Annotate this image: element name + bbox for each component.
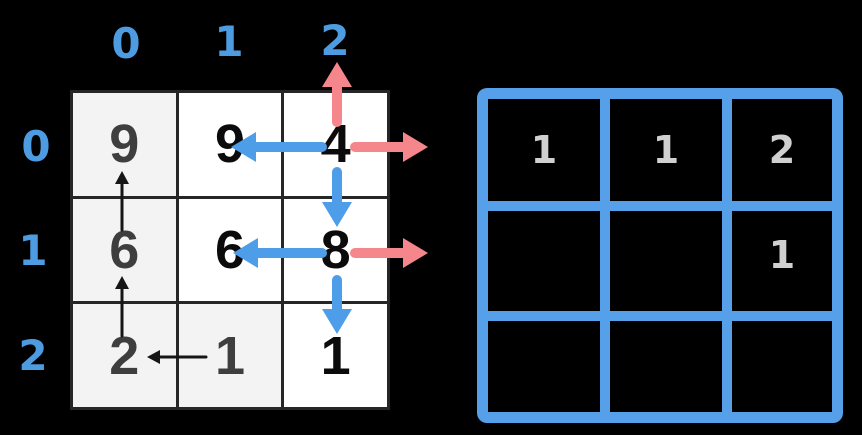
value-cell-0-0: 9 xyxy=(73,93,176,196)
arrow-8-right-out-head xyxy=(403,238,428,268)
memo-cell-2-0 xyxy=(488,321,600,412)
col-header-2: 2 xyxy=(320,16,350,65)
value-cell-2-0: 2 xyxy=(73,304,176,407)
col-header-1: 1 xyxy=(214,17,244,66)
value-cell-0-1: 9 xyxy=(178,93,282,196)
col-header-0: 0 xyxy=(111,19,141,68)
row-header-1: 1 xyxy=(18,226,48,275)
row-header-2: 2 xyxy=(18,331,48,380)
memo-matrix: 1 1 2 1 xyxy=(477,88,843,423)
arrow-4-up-out-head xyxy=(322,62,352,87)
memo-cell-1-1 xyxy=(610,211,722,311)
memo-cell-2-2 xyxy=(732,321,832,412)
value-cell-0-2: 4 xyxy=(284,93,387,196)
memo-cell-0-2: 2 xyxy=(732,99,832,201)
memo-cell-1-2: 1 xyxy=(732,211,832,311)
memo-cell-1-0 xyxy=(488,211,600,311)
row-header-0: 0 xyxy=(21,122,51,171)
value-cell-2-1: 1 xyxy=(178,304,282,407)
memo-cell-2-1 xyxy=(610,321,722,412)
value-cell-1-2: 8 xyxy=(284,198,387,302)
memo-cell-0-1: 1 xyxy=(610,99,722,201)
value-cell-1-1: 6 xyxy=(178,198,282,302)
value-matrix: 9 9 4 6 6 8 2 1 1 xyxy=(70,90,390,410)
memo-cell-0-0: 1 xyxy=(488,99,600,201)
value-cell-1-0: 6 xyxy=(73,198,176,302)
arrow-4-right-out-head xyxy=(403,132,428,162)
value-cell-2-2: 1 xyxy=(284,304,387,407)
